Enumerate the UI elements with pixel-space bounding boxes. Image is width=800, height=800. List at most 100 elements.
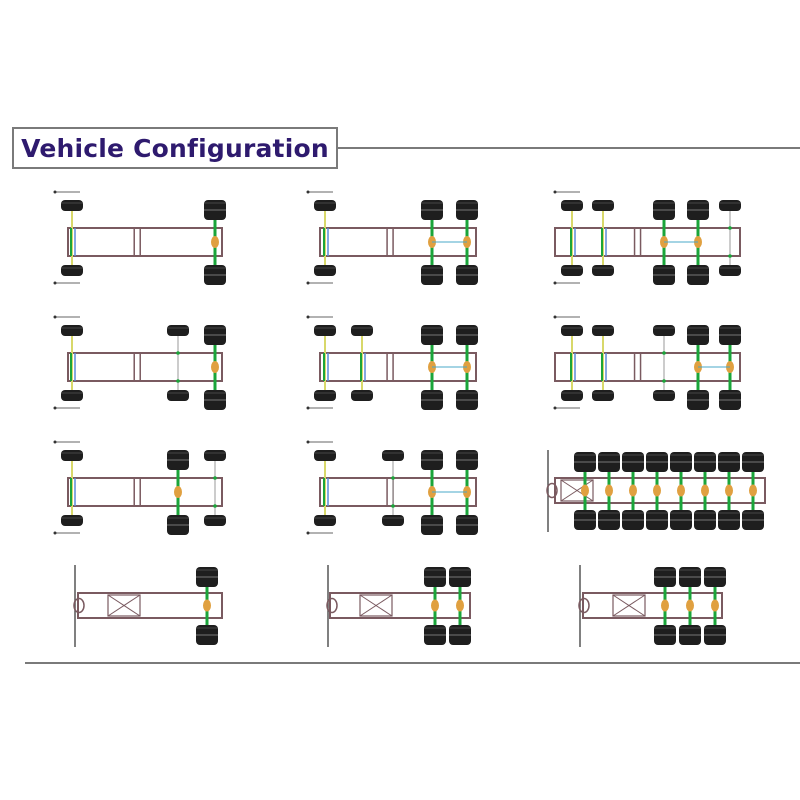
dual-tire-icon bbox=[456, 265, 478, 285]
tire bbox=[351, 325, 373, 336]
configuration-11 bbox=[326, 565, 471, 647]
cab-divider bbox=[386, 227, 394, 257]
axle-mount bbox=[391, 504, 395, 508]
dual-tire-icon bbox=[456, 390, 478, 410]
pivot bbox=[53, 406, 57, 410]
tire-icon bbox=[204, 515, 226, 526]
dual-tire-icon bbox=[704, 567, 726, 587]
dual-tire-icon bbox=[622, 510, 644, 530]
dual-tire-icon bbox=[424, 567, 446, 587]
pivot bbox=[53, 440, 57, 444]
cross-brace bbox=[107, 594, 141, 617]
dual-tire-icon bbox=[598, 510, 620, 530]
chassis-frame bbox=[582, 592, 723, 619]
dual-tire-icon bbox=[204, 200, 226, 220]
differential-icon bbox=[653, 484, 661, 497]
tag-axle bbox=[719, 200, 741, 276]
cross-brace bbox=[359, 594, 393, 617]
drive-axle bbox=[196, 567, 218, 645]
pivot bbox=[306, 440, 310, 444]
cross-member-box bbox=[560, 479, 594, 502]
chassis-frame bbox=[554, 227, 741, 257]
configuration-1 bbox=[53, 190, 226, 285]
steer-axle bbox=[553, 190, 583, 285]
drive-axle bbox=[167, 450, 189, 535]
drive-axle bbox=[204, 200, 226, 285]
drive-axle bbox=[653, 200, 675, 285]
tire-icon bbox=[61, 325, 83, 336]
page-title: Vehicle Configuration bbox=[21, 133, 329, 163]
axle-mount bbox=[728, 226, 732, 230]
dual-tire-icon bbox=[421, 515, 443, 535]
drive-axle bbox=[432, 450, 478, 535]
configuration-4 bbox=[53, 315, 226, 410]
differential-icon bbox=[711, 599, 719, 612]
chassis-frame bbox=[77, 592, 223, 619]
dual-tire-icon bbox=[574, 510, 596, 530]
pivot bbox=[306, 281, 310, 285]
drive-axle bbox=[449, 567, 471, 645]
kingpin-icon bbox=[73, 597, 85, 614]
drive-axle bbox=[598, 452, 620, 530]
dual-tire-icon bbox=[167, 515, 189, 535]
bottom-divider bbox=[25, 662, 800, 664]
axle-mount bbox=[176, 351, 180, 355]
dual-tire-icon bbox=[679, 567, 701, 587]
tire bbox=[61, 325, 83, 336]
differential-icon bbox=[749, 484, 757, 497]
configuration-6 bbox=[553, 315, 741, 410]
steer-axle bbox=[53, 190, 83, 285]
differential-icon bbox=[581, 484, 589, 497]
tire bbox=[592, 390, 614, 401]
cross-member-box bbox=[612, 594, 646, 617]
dual-tire-icon bbox=[598, 452, 620, 472]
tire bbox=[314, 515, 336, 526]
cab-divider bbox=[633, 352, 642, 382]
kingpin-icon bbox=[326, 597, 338, 614]
differential-icon bbox=[211, 236, 219, 248]
tire bbox=[561, 390, 583, 401]
tire bbox=[382, 450, 404, 461]
configuration-10 bbox=[73, 565, 223, 647]
dual-tire-icon bbox=[694, 510, 716, 530]
dual-tire-icon bbox=[742, 452, 764, 472]
drive-axle bbox=[421, 450, 443, 535]
title-divider bbox=[338, 147, 800, 149]
tire bbox=[61, 515, 83, 526]
configuration-12 bbox=[578, 565, 726, 647]
chassis-frame bbox=[329, 592, 471, 619]
differential-icon bbox=[629, 484, 637, 497]
cross-brace bbox=[612, 594, 646, 617]
drive-axle bbox=[622, 452, 644, 530]
drive-axle bbox=[421, 200, 443, 285]
tire-icon bbox=[314, 265, 336, 276]
pivot bbox=[306, 531, 310, 535]
dual-tire-icon bbox=[718, 452, 740, 472]
chassis-frame bbox=[67, 477, 223, 507]
pivot bbox=[553, 281, 557, 285]
tire-icon bbox=[314, 200, 336, 211]
tire-icon bbox=[592, 390, 614, 401]
tire-icon bbox=[351, 390, 373, 401]
tire-icon bbox=[61, 390, 83, 401]
configuration-8 bbox=[306, 440, 478, 535]
axle-mount bbox=[176, 379, 180, 383]
differential-icon bbox=[661, 599, 669, 612]
chassis-frame bbox=[67, 227, 223, 257]
dual-tire-icon bbox=[622, 452, 644, 472]
differential-icon bbox=[211, 361, 219, 373]
dual-tire-icon bbox=[196, 567, 218, 587]
dual-tire-icon bbox=[704, 625, 726, 645]
dual-tire-icon bbox=[670, 452, 692, 472]
tire-icon bbox=[61, 200, 83, 211]
dual-tire-icon bbox=[646, 510, 668, 530]
tire-icon bbox=[561, 200, 583, 211]
tire-icon bbox=[592, 200, 614, 211]
dual-tire-icon bbox=[719, 390, 741, 410]
tire bbox=[719, 200, 741, 211]
steer-axle bbox=[306, 315, 336, 410]
tire-icon bbox=[561, 390, 583, 401]
dual-tire-icon bbox=[204, 390, 226, 410]
tire bbox=[561, 325, 583, 336]
differential-icon bbox=[725, 484, 733, 497]
